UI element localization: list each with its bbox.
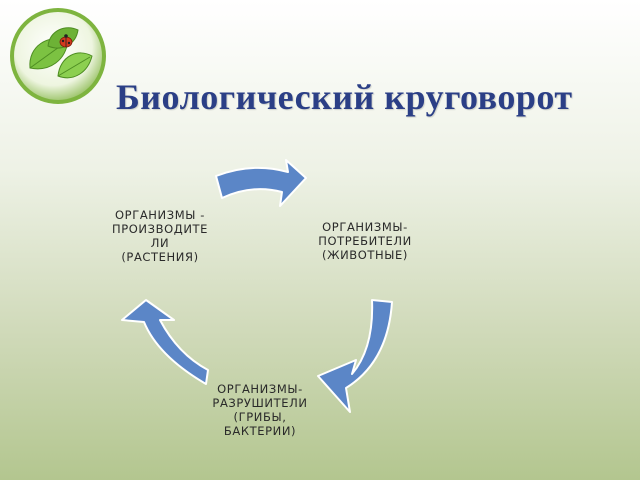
node-consumers-line: ПОТРЕБИТЕЛИ [318, 234, 412, 248]
node-consumers-line: (ЖИВОТНЫЕ) [322, 248, 408, 262]
node-producers-line: ОРГАНИЗМЫ - [115, 208, 205, 222]
node-decomposers-line: (ГРИБЫ, [233, 410, 287, 424]
leaf-ladybug-logo-icon [10, 8, 106, 104]
node-decomposers-line: РАЗРУШИТЕЛИ [212, 396, 308, 410]
node-consumers: ОРГАНИЗМЫ- ПОТРЕБИТЕЛИ (ЖИВОТНЫЕ) [300, 220, 430, 262]
arrow-consumers-to-decomposers [317, 299, 393, 413]
node-producers: ОРГАНИЗМЫ - ПРОИЗВОДИТЕ ЛИ (РАСТЕНИЯ) [92, 208, 228, 264]
node-decomposers: ОРГАНИЗМЫ- РАЗРУШИТЕЛИ (ГРИБЫ, БАКТЕРИИ) [196, 382, 324, 438]
node-producers-line: (РАСТЕНИЯ) [121, 250, 199, 264]
arrow-decomposers-to-producers [121, 299, 209, 385]
node-decomposers-line: ОРГАНИЗМЫ- [217, 382, 303, 396]
node-decomposers-line: БАКТЕРИИ) [223, 424, 297, 438]
node-consumers-line: ОРГАНИЗМЫ- [322, 220, 408, 234]
node-producers-line: ПРОИЗВОДИТЕ [111, 222, 209, 236]
arrow-producers-to-consumers [215, 159, 307, 207]
page-title: Биологический круговорот [116, 77, 573, 117]
node-producers-line: ЛИ [150, 236, 170, 250]
